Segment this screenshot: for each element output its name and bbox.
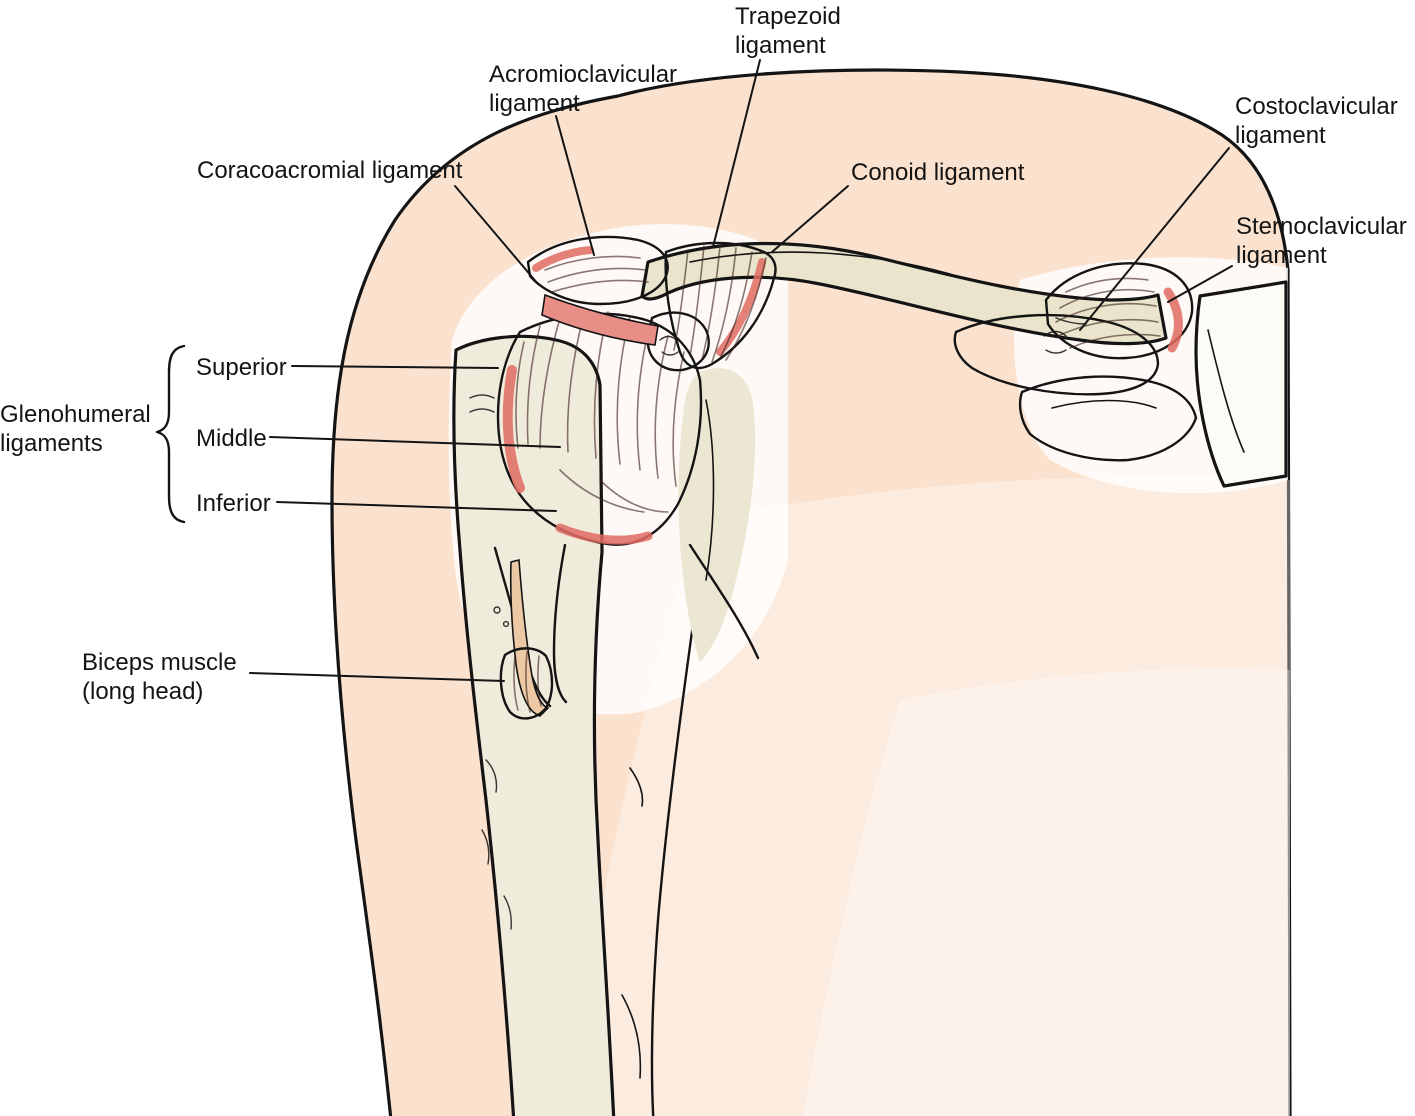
arm-creases — [621, 543, 706, 1116]
label-acromioclavicular-ligament: Acromioclavicular ligament — [489, 61, 678, 117]
label-biceps-muscle: Biceps muscle (long head) — [82, 649, 237, 705]
biceps-long-head — [499, 647, 554, 720]
leader-middle — [269, 436, 561, 448]
label-conoid-ligament: Conoid ligament — [851, 159, 1025, 186]
conoid-trapezoid-ligaments — [664, 241, 777, 370]
label-sternoclavicular-ligament: Sternoclavicular ligament — [1236, 213, 1407, 269]
leader-lines — [155, 59, 1233, 682]
leader-trapezoid — [712, 59, 761, 248]
leader-acromioclavicular — [555, 115, 595, 256]
label-coracoacromial-ligament: Coracoacromial ligament — [197, 157, 463, 184]
label-glenohumeral-inferior: Inferior — [196, 490, 271, 517]
leader-coracoacromial — [454, 185, 539, 285]
sternoclavicular-ligament-mass — [1043, 262, 1194, 360]
label-glenohumeral-superior: Superior — [196, 354, 287, 381]
clavicle — [640, 241, 1168, 346]
sternum — [1194, 280, 1288, 488]
leader-sternoclavicular — [1167, 265, 1233, 303]
leader-inferior — [276, 501, 557, 512]
leader-costoclavicular — [1079, 147, 1230, 331]
label-costoclavicular-ligament: Costoclavicular ligament — [1235, 93, 1398, 149]
leader-conoid — [771, 185, 849, 253]
label-trapezoid-ligament: Trapezoid ligament — [735, 3, 841, 59]
coracoacromial-ligament — [541, 293, 659, 346]
label-glenohumeral-middle: Middle — [196, 425, 267, 452]
leader-superior — [291, 365, 499, 369]
glenohumeral-brace — [155, 344, 186, 524]
leader-biceps — [249, 672, 505, 682]
glenohumeral-ligament-capsule — [496, 311, 703, 546]
label-glenohumeral-ligaments: Glenohumeral ligaments — [0, 401, 151, 457]
first-rib — [953, 313, 1198, 462]
